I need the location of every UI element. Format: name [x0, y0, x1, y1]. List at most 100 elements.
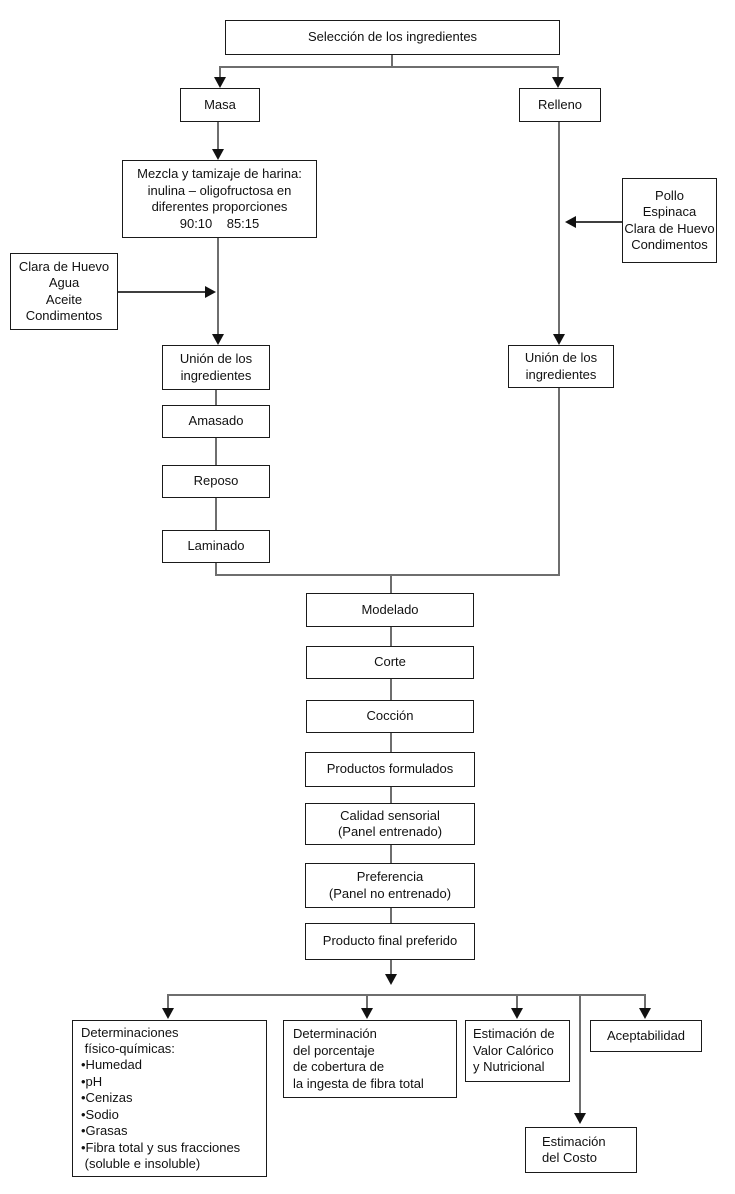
- connector-corte-coccion: [390, 679, 392, 700]
- node-calidad-sensorial: Calidad sensorial (Panel entrenado): [305, 803, 475, 845]
- node-estimacion-costo: Estimación del Costo: [525, 1127, 637, 1173]
- arrowhead-into-relleno-icon: [552, 77, 564, 88]
- connector-fanout-valor: [516, 994, 518, 1008]
- node-line: Determinación: [293, 1026, 377, 1041]
- arrowhead-into-union-masa-icon: [212, 334, 224, 345]
- node-line: del Costo: [542, 1150, 597, 1165]
- arrowhead-into-valor-icon: [511, 1008, 523, 1019]
- node-line: •Cenizas: [81, 1090, 133, 1106]
- node-line: y Nutricional: [473, 1059, 545, 1075]
- node-line: 90:10 85:15: [179, 215, 260, 231]
- node-line: Preferencia: [356, 869, 424, 884]
- arrowhead-into-aceptabilidad-icon: [639, 1008, 651, 1019]
- node-corte: Corte: [306, 646, 474, 679]
- node-label: Productos formulados: [326, 761, 454, 777]
- node-line: Valor Calórico: [473, 1042, 554, 1058]
- node-line: Estimación: [542, 1133, 606, 1149]
- node-preferencia: Preferencia (Panel no entrenado): [305, 863, 475, 908]
- node-relleno: Relleno: [519, 88, 601, 122]
- node-line: Clara de Huevo: [18, 258, 110, 274]
- node-line: Aceite: [45, 291, 83, 307]
- connector-fanout-horizontal: [167, 994, 646, 996]
- node-producto-final: Producto final preferido: [305, 923, 475, 960]
- arrowhead-into-determinaciones-icon: [162, 1008, 174, 1019]
- node-line: ingredientes: [180, 367, 252, 383]
- node-line: •Grasas: [81, 1123, 128, 1139]
- node-line: (Panel entrenado): [337, 824, 443, 839]
- node-masa: Masa: [180, 88, 260, 122]
- node-label: Modelado: [361, 601, 419, 617]
- arrowhead-pollo-into-line-icon: [565, 216, 576, 228]
- node-label: Masa: [204, 96, 236, 112]
- node-line: Pollo: [655, 187, 684, 203]
- connector-to-relleno: [557, 66, 559, 78]
- node-label: Amasado: [188, 413, 244, 429]
- node-label: Reposo: [193, 473, 239, 489]
- connector-mezcla-union: [217, 238, 219, 334]
- arrowhead-into-porcentaje-icon: [361, 1008, 373, 1019]
- node-estimacion-valor-calorico: Estimación de Valor Calórico y Nutricion…: [465, 1020, 570, 1082]
- connector-laminado-merge: [215, 563, 217, 576]
- connector-clara-side: [118, 291, 205, 293]
- node-line: Mezcla y tamizaje de harina:: [137, 166, 302, 181]
- node-line: (soluble e insoluble): [81, 1155, 201, 1171]
- node-line: físico-químicas:: [81, 1041, 175, 1057]
- arrowhead-into-mezcla-icon: [212, 149, 224, 160]
- connector-relleno-union: [558, 122, 560, 335]
- node-relleno-ingredientes: Pollo Espinaca Clara de Huevo Condimento…: [622, 178, 717, 263]
- node-modelado: Modelado: [306, 593, 474, 627]
- node-productos-formulados: Productos formulados: [305, 752, 475, 787]
- connector-fanout-determinaciones: [167, 994, 169, 1008]
- connector-union-relleno-merge: [558, 388, 560, 576]
- node-line: Unión de los: [524, 350, 598, 365]
- node-line: la ingesta de fibra total: [293, 1075, 424, 1091]
- arrowhead-into-costo-icon: [574, 1113, 586, 1124]
- connector-productos-calidad: [390, 787, 392, 803]
- node-union-relleno: Unión de los ingredientes: [508, 345, 614, 388]
- connector-fanout-porcentaje: [366, 994, 368, 1008]
- connector-merge-modelado: [390, 574, 392, 593]
- node-label: Cocción: [366, 708, 414, 724]
- arrowhead-into-masa-icon: [214, 77, 226, 88]
- connector-producto-fanout: [390, 960, 392, 974]
- node-union-masa: Unión de los ingredientes: [162, 345, 270, 390]
- connector-fanout-costo: [579, 994, 581, 1114]
- node-line: Condimentos: [631, 237, 708, 252]
- node-label: Laminado: [187, 538, 245, 554]
- node-line: Condimentos: [25, 308, 103, 323]
- node-label: Producto final preferido: [322, 933, 458, 949]
- node-aceptabilidad: Aceptabilidad: [590, 1020, 702, 1052]
- connector-top-split: [219, 66, 558, 68]
- node-laminado: Laminado: [162, 530, 270, 563]
- connector-union-amasado: [215, 390, 217, 405]
- node-line: •pH: [81, 1073, 103, 1089]
- connector-fanout-aceptabilidad: [644, 994, 646, 1008]
- connector-masa-mezcla: [217, 122, 219, 150]
- connector-amasado-reposo: [215, 438, 217, 465]
- node-label: Selección de los ingredientes: [307, 29, 478, 45]
- node-line: •Humedad: [81, 1057, 142, 1073]
- connector-merge-horizontal: [215, 574, 560, 576]
- node-line: diferentes proporciones: [151, 199, 288, 214]
- node-masa-ingredientes: Clara de Huevo Agua Aceite Condimentos: [10, 253, 118, 330]
- node-line: Clara de Huevo: [624, 220, 715, 236]
- arrowhead-clara-into-line-icon: [205, 286, 216, 298]
- node-line: inulina – oligofructosa en: [147, 182, 292, 198]
- connector-pollo-side: [576, 221, 622, 223]
- node-seleccion-ingredientes: Selección de los ingredientes: [225, 20, 560, 55]
- node-line: Espinaca: [642, 204, 697, 219]
- node-line: Agua: [48, 275, 80, 290]
- connector-preferencia-producto: [390, 908, 392, 923]
- arrowhead-into-union-relleno-icon: [553, 334, 565, 345]
- node-line: de cobertura de: [293, 1059, 385, 1074]
- connector-seleccion-down: [391, 55, 393, 67]
- arrowhead-producto-final-icon: [385, 974, 397, 985]
- node-determinaciones-fisicoquimicas: Determinaciones físico-químicas: •Humeda…: [72, 1020, 267, 1177]
- node-line: Unión de los: [179, 351, 253, 366]
- node-label: Aceptabilidad: [606, 1027, 686, 1043]
- connector-to-masa: [219, 66, 221, 78]
- connector-modelado-corte: [390, 627, 392, 646]
- node-reposo: Reposo: [162, 465, 270, 498]
- node-line: Calidad sensorial: [340, 807, 440, 823]
